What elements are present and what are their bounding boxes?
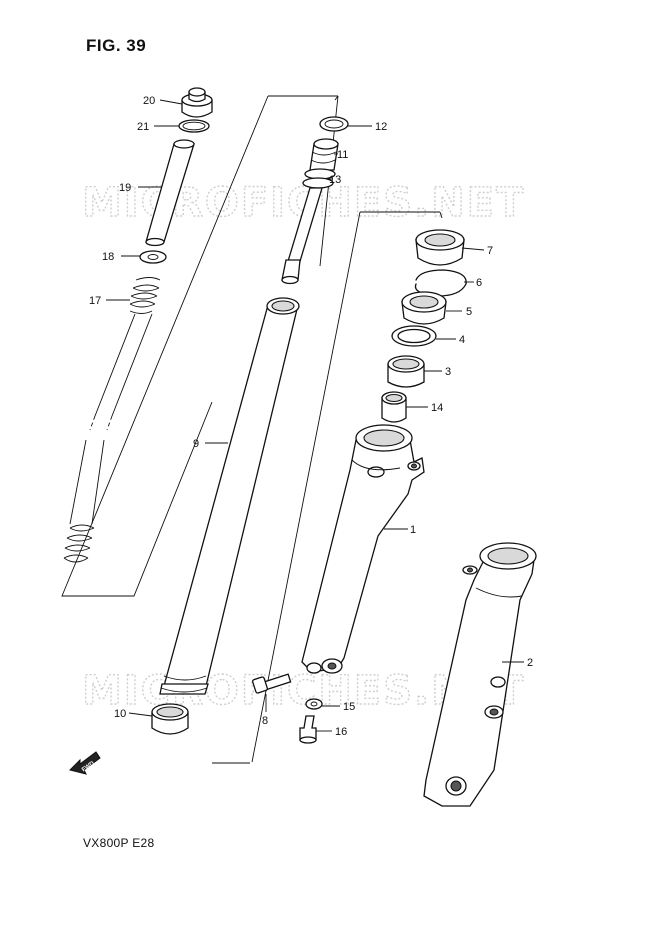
callout-20: 20 (143, 95, 155, 107)
callout-12: 12 (375, 121, 387, 133)
part-12-ring (319, 116, 349, 132)
fwd-direction-arrow: FWD (69, 751, 101, 775)
part-1-outer-tube (301, 424, 425, 674)
callout-15: 15 (343, 701, 355, 713)
callout-5: 5 (466, 306, 472, 318)
part-15-washer (305, 698, 323, 710)
leader-lines (106, 99, 524, 732)
part-4-washer (391, 325, 437, 347)
part-7-dust-seal (415, 229, 465, 266)
part-14-oil-lock-piece (381, 391, 407, 423)
part-9-tube-bracket (251, 211, 443, 763)
callout-4: 4 (459, 334, 465, 346)
part-8-bolt (252, 673, 292, 694)
callout-13: 13 (329, 174, 341, 186)
part-19-spacer (145, 139, 195, 247)
figure-title: FIG. 39 (86, 36, 147, 55)
damper-rod (281, 187, 323, 285)
callout-16: 16 (335, 726, 347, 738)
part-10-bushing (151, 703, 189, 735)
callout-2: 2 (527, 657, 533, 669)
callout-3: 3 (445, 366, 451, 378)
callout-10: 10 (114, 708, 126, 720)
left-assembly-bracket (61, 95, 269, 597)
model-code: VX800P E28 (83, 836, 155, 850)
part-21-o-ring (178, 119, 210, 133)
part-3-guide-bushing (387, 355, 425, 388)
callout-1: 1 (410, 524, 416, 536)
callout-9: 9 (193, 438, 199, 450)
callout-18: 18 (102, 251, 114, 263)
callout-21: 21 (137, 121, 149, 133)
part-11-cylinder (309, 138, 339, 171)
part-18-washer (139, 250, 167, 264)
callout-7: 7 (487, 245, 493, 257)
callout-6: 6 (476, 277, 482, 289)
callout-11: 11 (337, 149, 348, 161)
callout-19: 19 (119, 182, 131, 194)
part-16-drain-bolt (299, 715, 317, 744)
callout-8: 8 (262, 715, 268, 727)
callout-17: 17 (89, 295, 101, 307)
part-13-piston-ring (302, 168, 336, 189)
part-17-fork-spring (63, 277, 161, 563)
part-5-oil-seal (401, 291, 447, 325)
part-20-cap-bolt (181, 87, 213, 118)
callout-14: 14 (431, 402, 443, 414)
part-2-outer-tube (423, 542, 537, 807)
part-9-inner-tube (159, 297, 300, 695)
